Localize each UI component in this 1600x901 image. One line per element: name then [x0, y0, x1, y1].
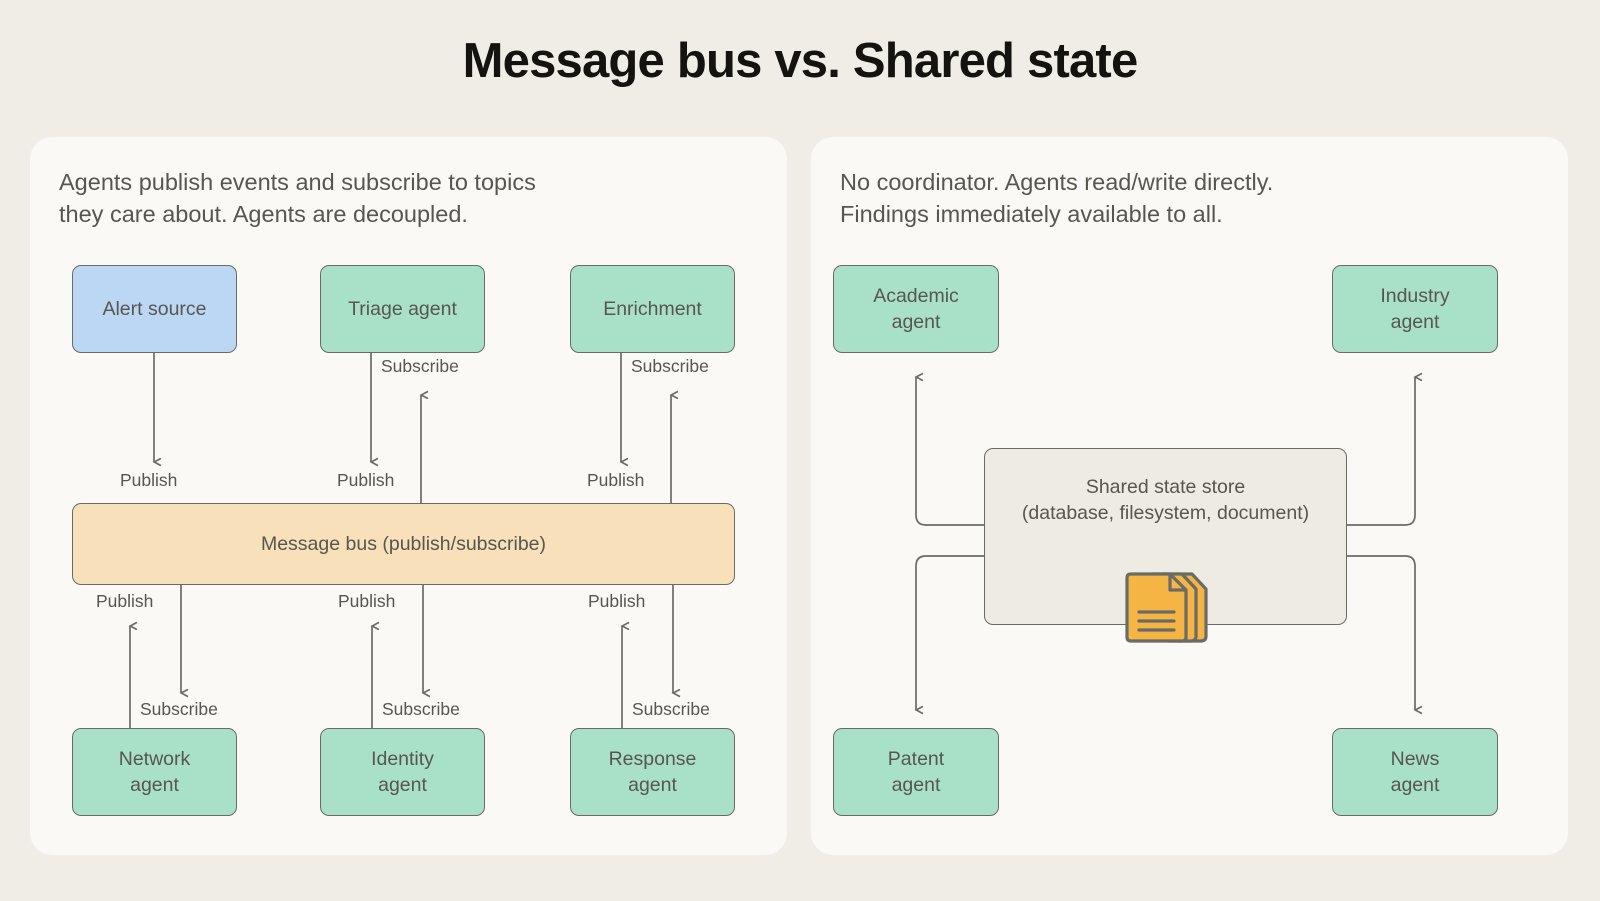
- node-alert-source[interactable]: Alert source: [72, 265, 237, 353]
- node-shared-state-store[interactable]: Shared state store (database, filesystem…: [984, 448, 1347, 643]
- edge-label-subscribe: Subscribe: [382, 699, 460, 719]
- edge-label-publish: Publish: [120, 470, 178, 490]
- node-label: News agent: [1390, 748, 1440, 796]
- right-panel-description: No coordinator. Agents read/write direct…: [840, 169, 1274, 227]
- node-message-bus[interactable]: Message bus (publish/subscribe): [72, 503, 735, 585]
- panel-message-bus: Agents publish events and subscribe to t…: [30, 137, 787, 855]
- node-label: Academic agent: [873, 285, 959, 333]
- node-enrichment[interactable]: Enrichment: [570, 265, 735, 353]
- edge-label-publish: Publish: [588, 591, 646, 611]
- store-label: Shared state store (database, filesystem…: [1021, 476, 1310, 524]
- node-network-agent[interactable]: Network agent: [72, 728, 237, 816]
- right-panel-connectors: [811, 137, 1568, 855]
- left-panel-description: Agents publish events and subscribe to t…: [59, 169, 536, 227]
- node-industry-agent[interactable]: Industry agent: [1332, 265, 1498, 353]
- page-title: Message bus vs. Shared state: [462, 34, 1139, 88]
- node-label: Identity agent: [371, 748, 434, 796]
- left-panel-connectors: [30, 352, 787, 737]
- edge-label-publish: Publish: [337, 470, 395, 490]
- edge-label-subscribe: Subscribe: [140, 699, 218, 719]
- node-label: Network agent: [118, 748, 191, 796]
- edge-label-publish: Publish: [338, 591, 396, 611]
- node-label: Enrichment: [603, 298, 702, 320]
- node-triage-agent[interactable]: Triage agent: [320, 265, 485, 353]
- edge-label-subscribe: Subscribe: [631, 356, 709, 376]
- node-label: Message bus (publish/subscribe): [260, 533, 547, 555]
- node-label: Response agent: [608, 748, 697, 796]
- edge-label-publish: Publish: [587, 470, 645, 490]
- node-news-agent[interactable]: News agent: [1332, 728, 1498, 816]
- node-label: Industry agent: [1380, 285, 1450, 333]
- edge-label-subscribe: Subscribe: [381, 356, 459, 376]
- node-response-agent[interactable]: Response agent: [570, 728, 735, 816]
- edge-label-subscribe: Subscribe: [632, 699, 710, 719]
- node-label: Alert source: [102, 298, 207, 320]
- stacked-documents-icon: [1122, 542, 1210, 655]
- edge-label-publish: Publish: [96, 591, 154, 611]
- node-academic-agent[interactable]: Academic agent: [833, 265, 999, 353]
- panel-shared-state: No coordinator. Agents read/write direct…: [811, 137, 1568, 855]
- node-label: Triage agent: [348, 298, 457, 320]
- node-patent-agent[interactable]: Patent agent: [833, 728, 999, 816]
- node-identity-agent[interactable]: Identity agent: [320, 728, 485, 816]
- node-label: Patent agent: [887, 748, 945, 796]
